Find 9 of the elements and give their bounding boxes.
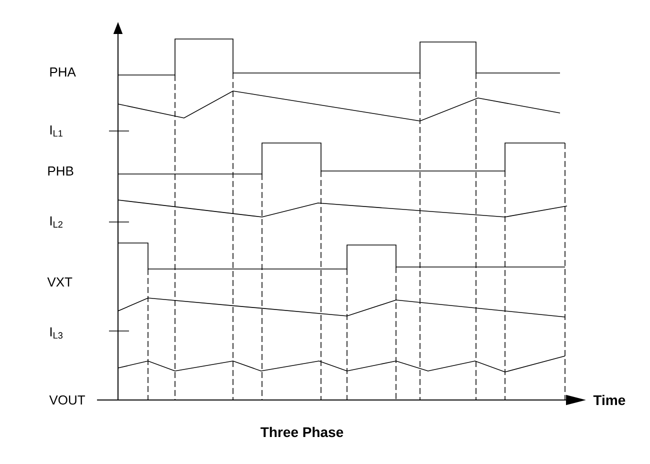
signal-label: I$_{L1}$ [50,125,62,137]
signal-label: I$_{L3}$ [50,327,63,339]
axis-label: Time [593,394,626,406]
signal-label: VXT [47,278,72,286]
signal-label: I$_{L2}$ [50,216,62,228]
signal-label: PHB [48,166,74,176]
signal-label: PHA [50,68,76,76]
signal-label: VOUT [49,395,85,405]
caption: Three Phase [260,426,344,438]
